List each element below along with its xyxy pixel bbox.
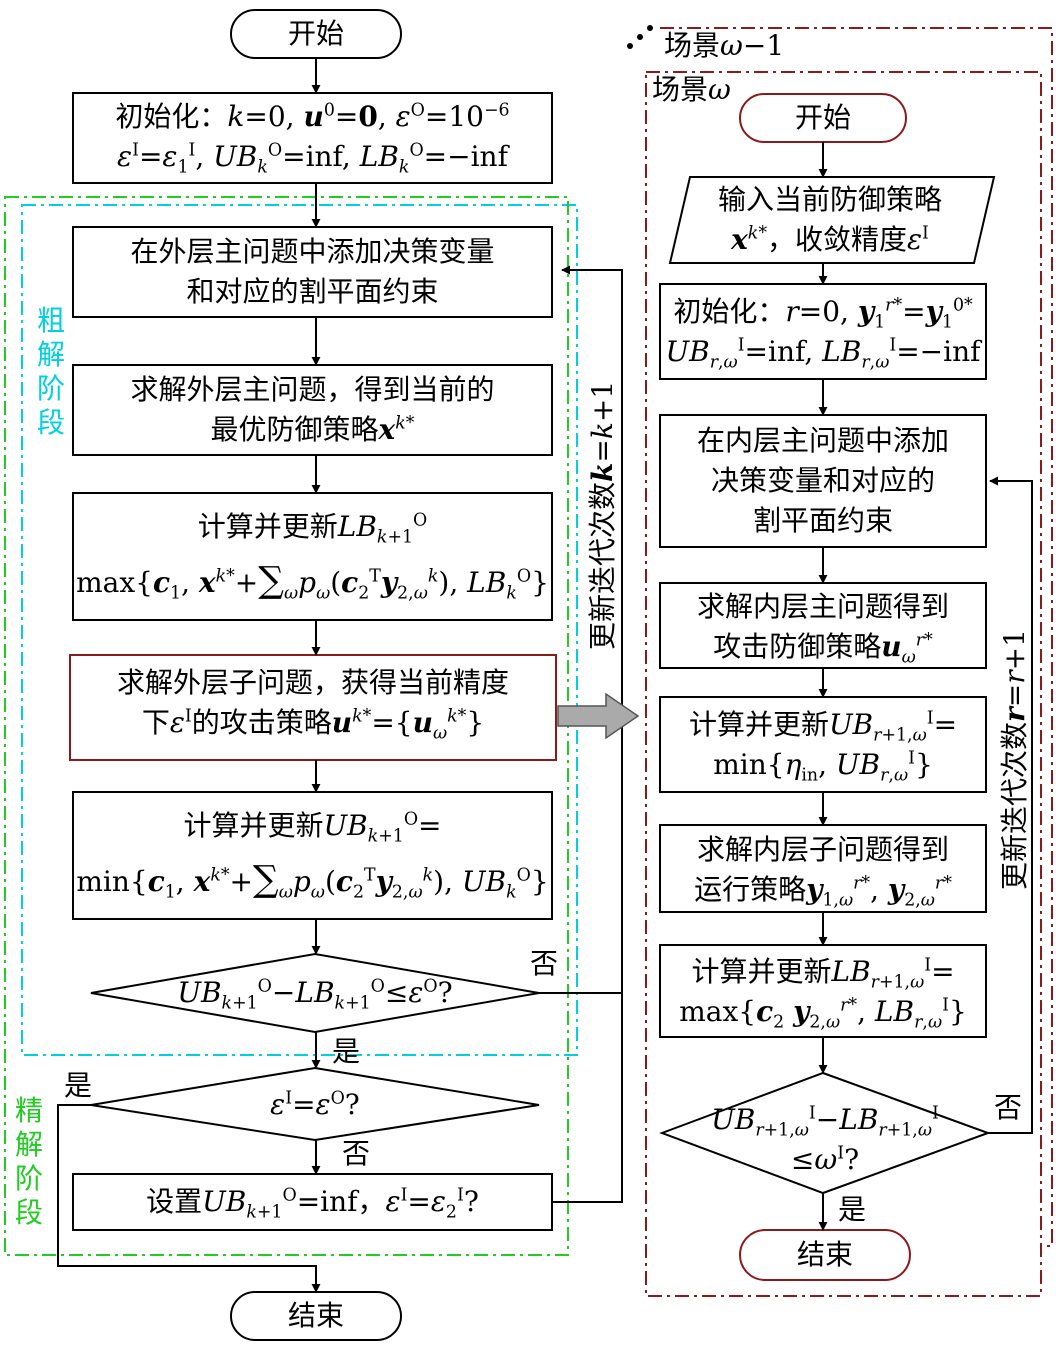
left-update-lb-box <box>72 492 553 621</box>
left-solve-master-text: 求解外层主问题，得到当前的 最优防御策略xk* <box>130 373 495 446</box>
left-update-ub-text: 计算并更新UBk+1O= min{c1, xk*+∑ωpω(c2Ty2,ωk),… <box>76 809 549 903</box>
left-no-label-precision: 否 <box>342 1137 371 1170</box>
left-solve-master-line2: 最优防御策略 <box>210 413 379 446</box>
right-input-line2: ，收敛精度 <box>767 223 908 256</box>
right-gap-decision-text: UBr+1,ωI−LBr+1,ωI ≤ωI? <box>711 1103 939 1176</box>
loop-k-arrow <box>539 265 623 994</box>
left-update-lb-text: 计算并更新LBk+1O max{c1, xk*+∑ωpω(c2Ty2,ωk), … <box>76 510 549 604</box>
left-init-title: 初始化： <box>115 100 228 133</box>
right-input-parallelogram <box>668 176 996 264</box>
right-update-ub-title: 计算并更新 <box>688 708 829 741</box>
right-yes-label: 是 <box>838 1193 867 1226</box>
left-solve-sub-line2: 的攻击策略 <box>191 706 332 739</box>
left-init-box <box>72 92 553 184</box>
left-add-constraints-box <box>72 226 553 318</box>
right-update-lb-text: 计算并更新LBr+1,ωI= max{c2 y2,ωr*, LBr,ωI} <box>679 955 967 1033</box>
right-update-lb-box <box>659 944 987 1038</box>
scenario-cur-frame <box>645 71 1042 1297</box>
loop-r-arrow <box>988 476 1033 1134</box>
right-input-text: 输入当前防御策略 xk*，收敛精度εI <box>717 183 942 256</box>
left-add-constraints-line2: 和对应的割平面约束 <box>186 275 439 308</box>
ellipsis-dot <box>627 43 633 49</box>
left-start-label: 开始 <box>287 17 344 50</box>
right-solve-master-line2: 攻击防御策略 <box>713 630 882 663</box>
right-init-text: 初始化：r=0, y1r*=y10* UBr,ωI=inf, LBr,ωI=−i… <box>665 295 981 373</box>
right-solve-sub-text: 求解内层子问题得到 运行策略y1,ωr*, y2,ωr* <box>694 833 952 911</box>
right-solve-master-line1: 求解内层主问题得到 <box>696 590 949 623</box>
set-ub-return-line <box>552 993 623 1203</box>
left-add-constraints-text: 在外层主问题中添加决策变量 和对应的割平面约束 <box>73 232 552 312</box>
right-end-label: 结束 <box>796 1238 853 1271</box>
left-update-ub-box <box>72 791 553 920</box>
left-yes-label-precision: 是 <box>64 1069 93 1102</box>
right-solve-master-box <box>659 582 987 669</box>
left-gap-decision-text: UBk+1O−LBk+1O≤εO? <box>177 976 453 1014</box>
left-set-ub-text: 设置UBk+1O=inf，εI=ε2I? <box>146 1185 479 1223</box>
right-solve-master-text: 求解内层主问题得到 攻击防御策略uωr* <box>696 590 949 668</box>
update-r-text: 更新迭代次数 <box>998 721 1031 890</box>
right-input-line1: 输入当前防御策略 <box>717 183 942 216</box>
right-init-title: 初始化： <box>673 295 786 328</box>
scenario-prev-label: 场景ω−1 <box>664 29 785 62</box>
left-solve-master-box <box>72 364 553 456</box>
right-add-constraints-line1: 在内层主问题中添加 <box>696 424 949 457</box>
left-update-ub-title: 计算并更新 <box>183 809 324 842</box>
right-solve-sub-line1: 求解内层子问题得到 <box>696 833 949 866</box>
scenario-cur-text: 场景 <box>652 73 709 106</box>
right-no-label: 否 <box>994 1091 1023 1124</box>
ellipsis-dot <box>637 34 643 40</box>
left-no-label-gap: 否 <box>530 947 559 980</box>
update-r-label: 更新迭代次数r=r+1 <box>998 629 1031 890</box>
right-start-label: 开始 <box>794 101 851 134</box>
coarse-stage-label: 粗解阶段 <box>36 304 65 439</box>
left-solve-sub-prefix: 下 <box>141 706 170 739</box>
left-solve-master-line1: 求解外层主问题，得到当前的 <box>130 373 495 406</box>
left-solve-sub-text: 求解外层子问题，获得当前精度 下εI的攻击策略uk*={uωk*} <box>116 666 509 744</box>
fine-stage-label: 精解阶段 <box>14 1094 43 1229</box>
ellipsis-dot <box>647 25 653 31</box>
right-add-constraints-line2: 决策变量和对应的 <box>710 464 935 497</box>
yes-to-end-arrow <box>57 1104 321 1293</box>
left-solve-sub-box <box>69 654 557 761</box>
left-solve-sub-line1: 求解外层子问题，获得当前精度 <box>116 666 509 699</box>
scenario-prev-frame <box>660 27 1053 1247</box>
update-k-label: 更新迭代次数k=k+1 <box>586 380 619 650</box>
left-precision-decision <box>90 1066 540 1142</box>
scenario-cur-label: 场景ω <box>652 73 731 106</box>
coarse-stage-region <box>21 204 578 1056</box>
right-solve-sub-line2: 运行策略 <box>694 873 807 906</box>
left-update-lb-title: 计算并更新 <box>197 510 338 543</box>
right-add-constraints-line3: 割平面约束 <box>752 504 893 537</box>
left-add-constraints-line1: 在外层主问题中添加决策变量 <box>130 235 495 268</box>
right-add-constraints-box <box>659 414 987 548</box>
update-k-text: 更新迭代次数 <box>586 481 619 650</box>
right-update-ub-text: 计算并更新UBr+1,ωI= min{ηin, UBr,ωI} <box>688 708 958 786</box>
right-update-lb-title: 计算并更新 <box>691 955 832 988</box>
left-end-label: 结束 <box>287 1299 344 1332</box>
left-init-eps: ε <box>117 140 133 173</box>
scenario-prev-text: 场景 <box>664 29 721 62</box>
left-yes-label-gap: 是 <box>332 1035 361 1068</box>
left-init-text: 初始化：k=0, u0=0, εO=10−6 εI=ε1I, UBkO=inf,… <box>115 100 510 178</box>
scenario-link-arrow <box>557 692 640 740</box>
left-precision-decision-text: εI=εO? <box>270 1088 360 1121</box>
right-add-constraints-text: 在内层主问题中添加 决策变量和对应的 割平面约束 <box>660 421 986 541</box>
left-set-ub-label: 设置 <box>146 1185 203 1218</box>
